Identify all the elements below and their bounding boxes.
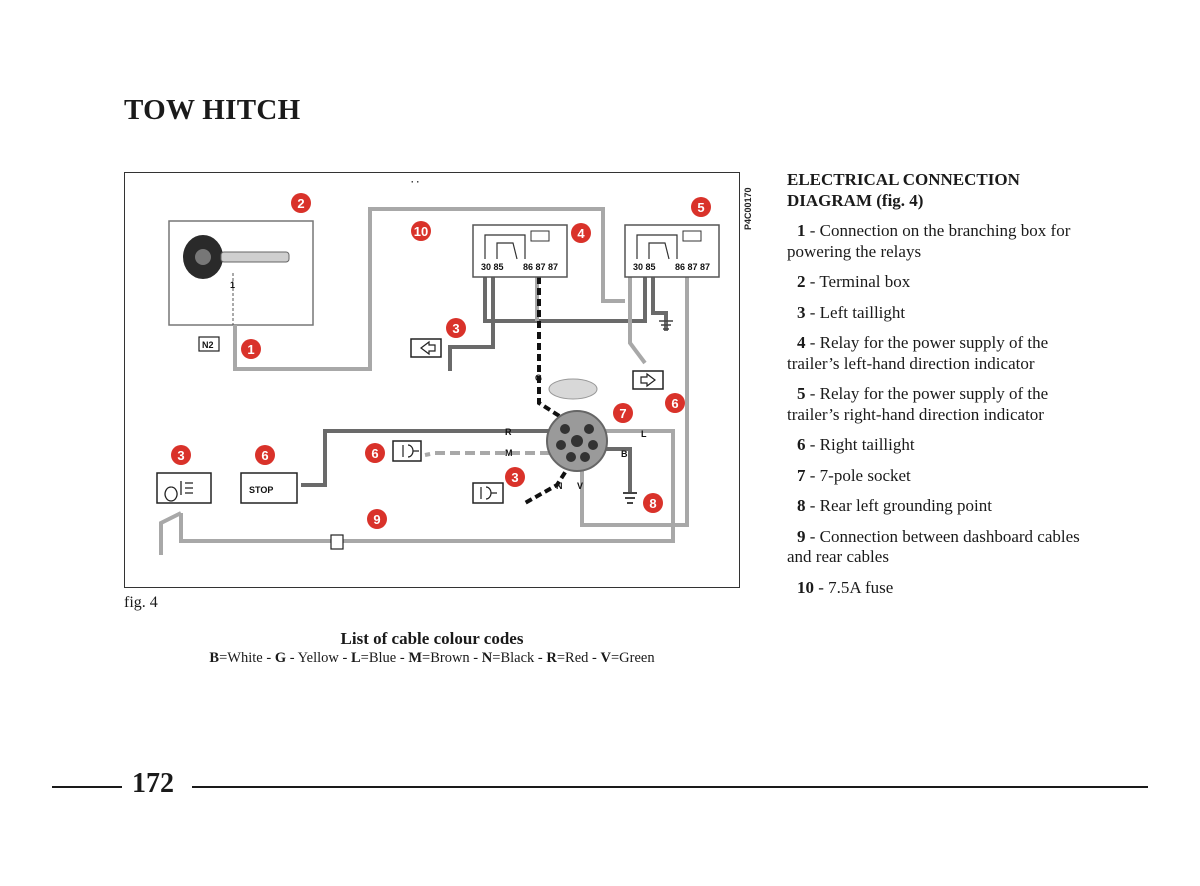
callout-6-right: 6 — [665, 393, 685, 413]
legend-item: 4 - Relay for the power supply of the tr… — [787, 333, 1049, 373]
callout-3-left-taillight: 3 — [446, 318, 466, 338]
wire-label-g: G — [535, 373, 542, 383]
callout-6-stop: 6 — [255, 445, 275, 465]
svg-text:2: 2 — [297, 196, 304, 211]
right-arrow-icon — [640, 372, 656, 388]
wire-label-v: V — [577, 481, 583, 491]
svg-text:6: 6 — [261, 448, 268, 463]
wire-label-n: N — [556, 481, 563, 491]
callout-6-reverse: 6 — [365, 443, 385, 463]
callout-2: 2 — [291, 193, 311, 213]
figure-caption: fig. 4 — [124, 594, 158, 611]
wiring-diagram-svg: 1 N2 30 85 86 87 87 30 85 86 87 87 — [156, 177, 720, 555]
n2-label: N2 — [202, 340, 214, 350]
legend-column: ELECTRICAL CONNECTION DIAGRAM (fig. 4) 1… — [787, 170, 1087, 608]
legend-item: 8 - Rear left grounding point — [797, 496, 992, 515]
callout-3-fog: 3 — [171, 445, 191, 465]
legend-item: 5 - Relay for the power supply of the tr… — [787, 384, 1049, 424]
page-title: TOW HITCH — [124, 94, 301, 126]
svg-text:30 85: 30 85 — [633, 262, 656, 272]
svg-text:6: 6 — [671, 396, 678, 411]
legend-item: 2 - Terminal box — [797, 272, 911, 291]
wire-label-l: L — [641, 429, 647, 439]
relay-left — [472, 224, 568, 278]
callout-10: 10 — [411, 221, 431, 241]
footer-rule-right — [192, 786, 1148, 788]
wiring-diagram: 1 N2 30 85 86 87 87 30 85 86 87 87 — [124, 172, 740, 588]
wire-label-b: B — [621, 449, 628, 459]
svg-text:86 87 87: 86 87 87 — [675, 262, 710, 272]
stop-light-label: STOP — [249, 485, 273, 495]
legend-item: 1 - Connection on the branching box for … — [787, 221, 1071, 261]
left-arrow-icon — [420, 340, 436, 356]
callout-9: 9 — [367, 509, 387, 529]
legend-item: 10 - 7.5A fuse — [797, 577, 894, 597]
footer-rule-left — [52, 786, 122, 788]
cable-codes-title: List of cable colour codes — [340, 629, 524, 648]
svg-text:6: 6 — [371, 446, 378, 461]
page-number: 172 — [132, 768, 174, 799]
legend-item: 9 - Connection between dashboard cables … — [787, 526, 1080, 567]
svg-text:3: 3 — [452, 321, 459, 336]
cable-codes-list: B=White - G - Yellow - L=Blue - M=Brown … — [209, 650, 655, 666]
svg-text:9: 9 — [373, 512, 380, 527]
reverse-light-icon — [402, 444, 419, 458]
svg-text:P4C00170: P4C00170 — [743, 187, 753, 230]
svg-text:1: 1 — [247, 342, 254, 357]
callout-7: 7 — [613, 403, 633, 423]
callout-5: 5 — [691, 197, 711, 217]
relay-right — [624, 224, 720, 278]
svg-text:· ·: · · — [411, 177, 420, 187]
legend-item: 7 - 7-pole socket — [797, 465, 911, 485]
svg-text:86 87 87: 86 87 87 — [523, 262, 558, 272]
side-light-icon — [480, 486, 497, 500]
svg-text:7: 7 — [619, 406, 626, 421]
figure-code: P4C00170 — [743, 187, 753, 230]
svg-text:5: 5 — [697, 200, 704, 215]
svg-text:3: 3 — [511, 470, 518, 485]
svg-text:10: 10 — [414, 224, 428, 239]
legend-heading: ELECTRICAL CONNECTION DIAGRAM (fig. 4) — [787, 170, 1020, 210]
callout-8: 8 — [643, 493, 663, 513]
svg-text:30 85: 30 85 — [481, 262, 504, 272]
callout-1: 1 — [241, 339, 261, 359]
legend-item: 6 - Right taillight — [797, 435, 915, 454]
callout-4: 4 — [571, 223, 591, 243]
fog-light-icon — [164, 481, 193, 502]
svg-text:3: 3 — [177, 448, 184, 463]
callout-3-socket: 3 — [505, 467, 525, 487]
svg-text:4: 4 — [577, 226, 585, 241]
svg-text:8: 8 — [649, 496, 656, 511]
svg-text:1: 1 — [230, 280, 235, 290]
legend-item: 3 - Left taillight — [797, 302, 906, 322]
wire-label-m: M — [505, 448, 513, 458]
wire-label-r: R — [505, 427, 512, 437]
